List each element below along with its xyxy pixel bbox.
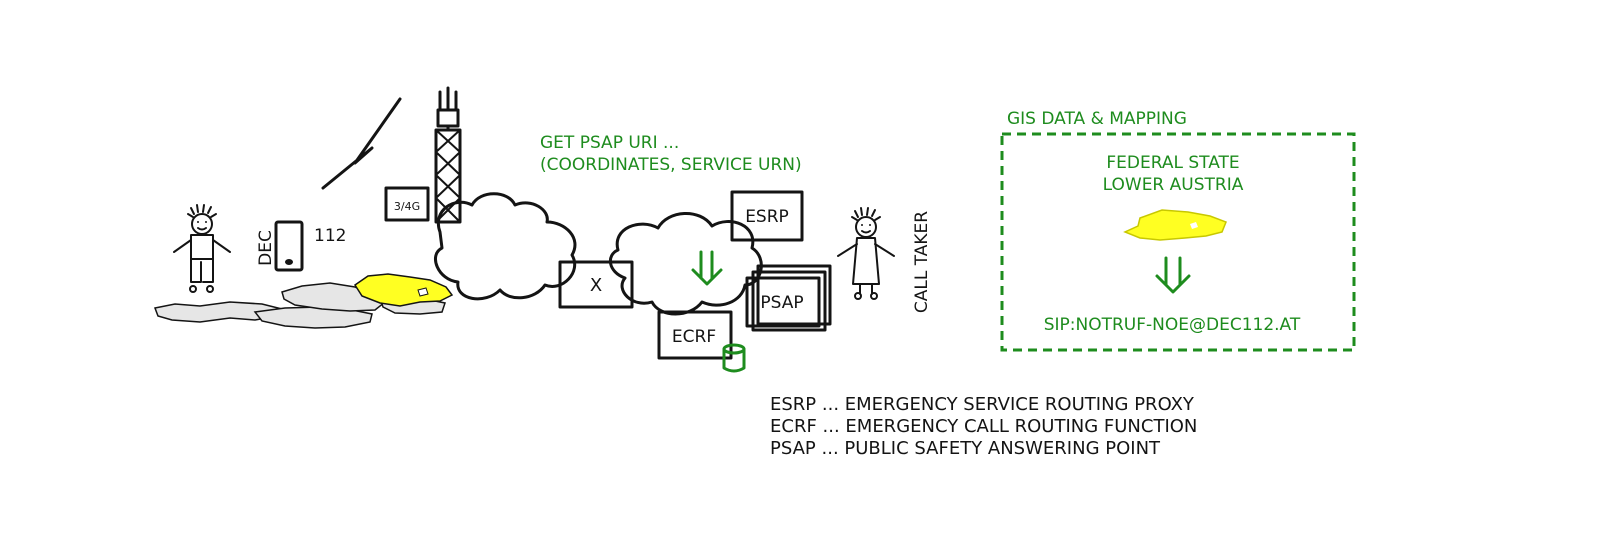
cell-tower-icon: [434, 86, 462, 224]
network-cloud-right: [608, 212, 763, 316]
x-node-label: X: [590, 275, 602, 296]
legend-item-ecrf: ECRF ... EMERGENCY CALL ROUTING FUNCTION: [770, 416, 1197, 437]
gis-title: GIS DATA & MAPPING: [1007, 109, 1187, 129]
austria-map: [153, 273, 454, 329]
database-icon: [722, 343, 746, 373]
query-line-1: GET PSAP URI ...: [540, 133, 679, 153]
ecrf-label: ECRF: [672, 327, 716, 347]
caller-figure-icon: [173, 204, 231, 293]
gis-region-line-2: LOWER AUSTRIA: [1103, 175, 1244, 195]
lower-austria-map-icon: [1123, 209, 1227, 241]
query-line-2: (COORDINATES, SERVICE URN): [540, 155, 802, 175]
emergency-number-label: 112: [314, 226, 346, 246]
psap-label: PSAP: [760, 293, 803, 313]
ecrf-box: [657, 310, 733, 360]
lower-austria-highlight: [353, 273, 454, 307]
query-arrow-icon: [691, 250, 723, 286]
dec-label: DEC: [256, 230, 276, 266]
legend-item-esrp: ESRP ... EMERGENCY SERVICE ROUTING PROXY: [770, 394, 1195, 415]
esrp-label: ESRP: [745, 207, 789, 227]
network-label: 3/4G: [394, 200, 420, 213]
x-node-box: [558, 260, 634, 309]
radio-signal-icon: [321, 97, 402, 190]
gis-uri: SIP:NOTRUF-NOE@DEC112.AT: [1044, 315, 1301, 335]
network-box: [384, 186, 430, 222]
gis-region-line-1: FEDERAL STATE: [1106, 153, 1239, 173]
gis-panel: [1000, 132, 1356, 352]
gis-arrow-icon: [1155, 256, 1191, 294]
call-taker-figure-icon: [837, 207, 895, 300]
psap-stack: [745, 264, 832, 332]
call-taker-label: CALL TAKER: [912, 211, 932, 313]
legend-item-psap: PSAP ... PUBLIC SAFETY ANSWERING POINT: [770, 438, 1161, 459]
legend: ESRP ... EMERGENCY SERVICE ROUTING PROXY…: [770, 394, 1197, 459]
network-cloud-left: [434, 192, 577, 301]
esrp-box: [730, 190, 804, 242]
mobile-phone-icon: [274, 220, 304, 272]
